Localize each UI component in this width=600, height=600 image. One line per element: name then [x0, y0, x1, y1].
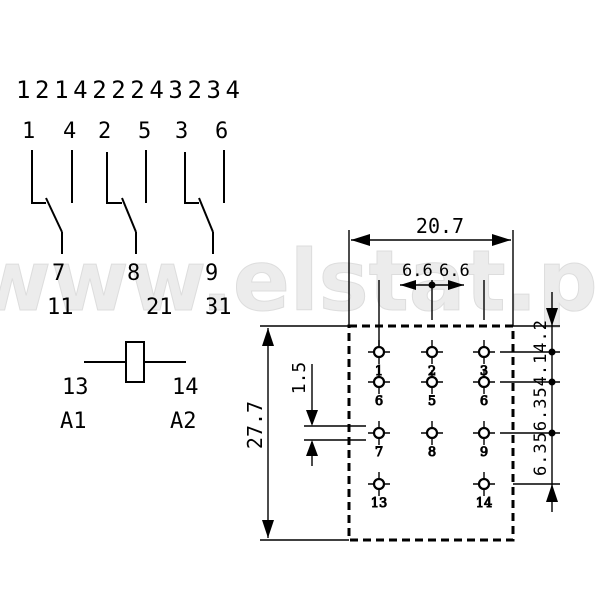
dimension-dot — [428, 281, 436, 289]
contact-group-1: 1 4 7 11 — [22, 119, 76, 320]
dimension-dot — [548, 378, 556, 386]
pin-9: 9 — [473, 421, 495, 461]
top-numbers: 121422243234 — [16, 76, 240, 104]
pin-pad — [372, 375, 386, 389]
pin-7: 7 — [368, 421, 390, 461]
coil-symbol: 13 14 A1 A2 — [60, 341, 199, 434]
contact-1-nc-line — [31, 150, 46, 204]
coil-body — [125, 341, 145, 383]
height-dimension: 27.7 — [243, 325, 349, 541]
pin-label: 6 — [375, 394, 383, 409]
pin-pad — [425, 345, 439, 359]
pin-13: 13 — [368, 472, 390, 512]
contact-2-nc-line — [106, 152, 122, 204]
pin-pad — [477, 375, 491, 389]
pin-14: 14 — [473, 472, 495, 512]
pin-label: 13 — [371, 496, 388, 511]
contact-2-common-label: 8 — [127, 261, 140, 286]
coil-left-name: A1 — [60, 409, 87, 434]
contact-2-blade — [121, 197, 137, 233]
stack-label: 6.356.354.14.2 — [531, 320, 551, 476]
watermark: www.elstat.pl — [0, 232, 600, 330]
contact-2-alt-label: 21 — [146, 295, 173, 320]
pin-pad — [372, 345, 386, 359]
pcb-footprint: 20.7 6.6 6.6 27.7 — [243, 214, 560, 542]
footprint-outline — [347, 324, 515, 542]
right-dimension-stack: 6.356.354.14.2 — [500, 292, 560, 512]
pin-pad — [372, 477, 386, 491]
arrow-icon — [400, 280, 416, 290]
contact-1-alt-label: 11 — [47, 295, 74, 320]
contact-1-no-label: 4 — [63, 119, 76, 144]
contact-2-nc-label: 2 — [98, 119, 111, 144]
arrow-icon — [546, 484, 558, 502]
contact-group-3: 3 6 9 31 — [175, 119, 232, 320]
dimension-dot — [548, 348, 556, 356]
pin-6: 6 — [368, 370, 390, 410]
dimension-dot — [548, 429, 556, 437]
coil-left-number: 13 — [62, 375, 89, 400]
coil-right-name: A2 — [170, 409, 197, 434]
pin-8: 8 — [421, 421, 443, 461]
contact-2-no-label: 5 — [138, 119, 151, 144]
contact-3-nc-label: 3 — [175, 119, 188, 144]
pin-label: 8 — [428, 445, 436, 460]
contact-3-alt-label: 31 — [205, 295, 232, 320]
arrow-icon — [448, 280, 464, 290]
arrow-icon — [262, 520, 274, 538]
contact-3-blade — [198, 197, 214, 233]
contact-1-blade — [45, 197, 63, 233]
pin-label: 9 — [480, 445, 488, 460]
pin-pad — [425, 375, 439, 389]
contact-3-nc-line — [184, 152, 199, 204]
pin-label: 7 — [375, 445, 383, 460]
pitch-label-1: 6.6 — [402, 261, 433, 281]
pin-label: 14 — [476, 496, 493, 511]
contact-1-nc-label: 1 — [22, 119, 35, 144]
width-label: 20.7 — [416, 214, 464, 238]
arrow-icon — [351, 234, 370, 246]
pin-pad — [425, 426, 439, 440]
arrow-icon — [546, 308, 558, 326]
offset-dimension: 1.5 — [289, 362, 366, 466]
pin-label: 6 — [480, 394, 488, 409]
contact-1-common-label: 7 — [52, 261, 65, 286]
pitch-label-2: 6.6 — [439, 261, 470, 281]
pin-pad — [477, 426, 491, 440]
contact-3-common-label: 9 — [205, 261, 218, 286]
offset-label: 1.5 — [289, 362, 310, 395]
width-dimension: 20.7 — [348, 214, 514, 326]
pin-pad — [477, 345, 491, 359]
arrow-icon — [492, 234, 511, 246]
coil-right-number: 14 — [172, 375, 199, 400]
height-label: 27.7 — [243, 401, 267, 449]
arrow-icon — [306, 440, 318, 456]
pin-pad — [477, 477, 491, 491]
arrow-icon — [262, 328, 274, 346]
pitch-dimension: 6.6 6.6 — [378, 261, 485, 348]
contact-group-2: 2 5 8 21 — [98, 119, 173, 320]
pin-5: 5 — [421, 370, 443, 410]
contact-3-no-label: 6 — [215, 119, 228, 144]
pin-label: 5 — [428, 394, 436, 409]
pin-pad — [372, 426, 386, 440]
pin-6: 6 — [473, 370, 495, 410]
arrow-icon — [306, 410, 318, 426]
